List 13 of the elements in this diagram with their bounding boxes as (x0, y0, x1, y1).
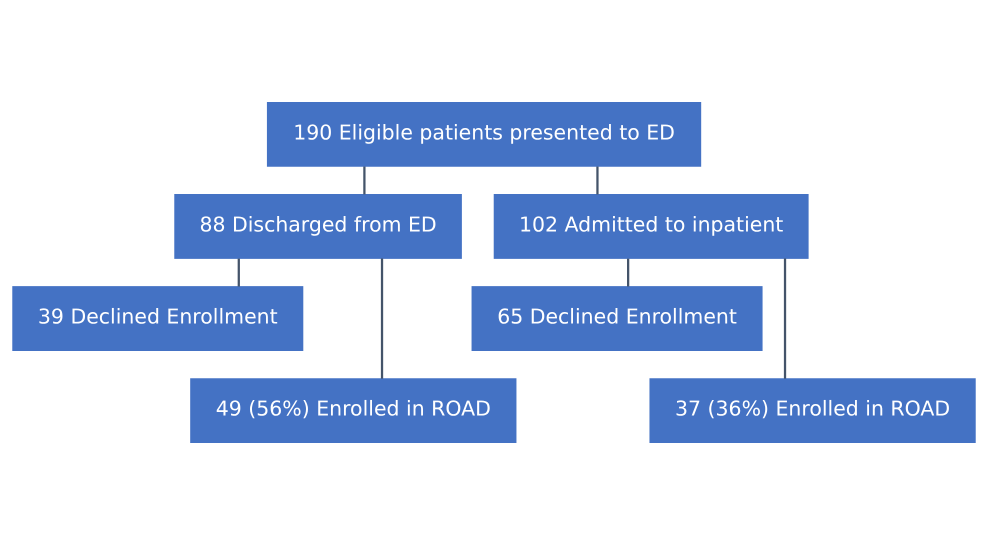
connector (238, 258, 240, 286)
connector (627, 258, 630, 286)
node-box: 102 Admitted to inpatient (494, 194, 809, 258)
connector (596, 166, 599, 194)
node-box: 39 Declined Enrollment (12, 286, 304, 350)
node-box: 49 (56%) Enrolled in ROAD (190, 378, 516, 443)
node-box: 190 Eligible patients presented to ED (266, 101, 702, 166)
node-box: 37 (36%) Enrolled in ROAD (649, 378, 976, 443)
connector (380, 258, 384, 378)
node-box: 88 Discharged from ED (174, 194, 462, 258)
connector (784, 258, 786, 378)
connector (363, 166, 366, 194)
node-box: 65 Declined Enrollment (472, 286, 763, 350)
